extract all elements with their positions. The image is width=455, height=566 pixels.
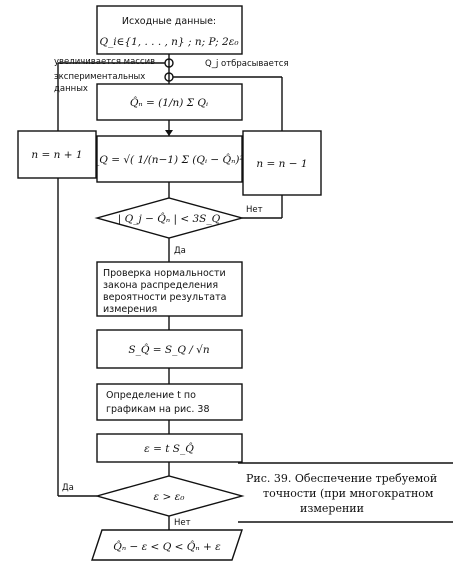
sq-hat-box xyxy=(96,329,243,369)
t-line-1: Определение t по xyxy=(106,390,196,401)
result-parallelogram xyxy=(91,529,243,561)
check-line-4: измерения xyxy=(103,304,157,315)
mean-box xyxy=(96,83,243,121)
label-yes-2: Да xyxy=(62,483,74,493)
label-yes-1: Да xyxy=(174,246,186,256)
epsilon-condition-diamond xyxy=(94,475,245,517)
input-formula: Q_i∈{1, . . . , n} ; n; P; 2ε₀ xyxy=(99,36,239,48)
caption-line-3: измерении xyxy=(300,502,364,515)
caption-line-2: точности (при многократном xyxy=(263,487,434,500)
label-exp-data-2: данных xyxy=(54,84,88,94)
label-no-1: Нет xyxy=(246,205,263,215)
normality-check-box xyxy=(96,261,243,317)
label-exp-data-1: экспериментальных xyxy=(54,72,145,82)
check-line-2: закона распределения xyxy=(103,280,218,291)
input-title: Исходные данные: xyxy=(122,16,216,27)
right-box-text: n = n − 1 xyxy=(256,158,307,170)
label-discard: Q_j отбрасывается xyxy=(205,59,289,69)
input-data-box xyxy=(96,5,243,55)
std-formula: S_Q = √( 1/(n−1) Σ (Qᵢ − Q̂ₙ)² ) xyxy=(87,153,251,166)
eps-cond: ε > ε₀ xyxy=(154,491,186,503)
epsilon-box xyxy=(96,433,243,463)
result-formula: Q̂ₙ − ε < Q < Q̂ₙ + ε xyxy=(113,540,221,553)
left-box-text: n = n + 1 xyxy=(31,149,82,161)
label-no-2: Нет xyxy=(174,518,191,528)
sq-formula: S_Q̂ = S_Q / √n xyxy=(128,343,209,356)
eps-formula: ε = t S_Q̂ xyxy=(144,442,194,455)
check-line-1: Проверка нормальности xyxy=(103,268,226,279)
t-line-2: графикам на рис. 38 xyxy=(106,404,210,415)
caption-line-1: Рис. 39. Обеспечение требуемой xyxy=(246,472,437,485)
mean-formula: Q̂ₙ = (1/n) Σ Qᵢ xyxy=(130,96,208,109)
cond-formula: | Q_j − Q̂ₙ | < 3S_Q xyxy=(118,212,221,226)
check-line-3: вероятности результата xyxy=(103,292,226,303)
left-box xyxy=(17,130,97,179)
arrow-head xyxy=(165,130,173,136)
label-increase: увеличивается массив xyxy=(54,57,155,67)
right-box xyxy=(242,130,322,196)
